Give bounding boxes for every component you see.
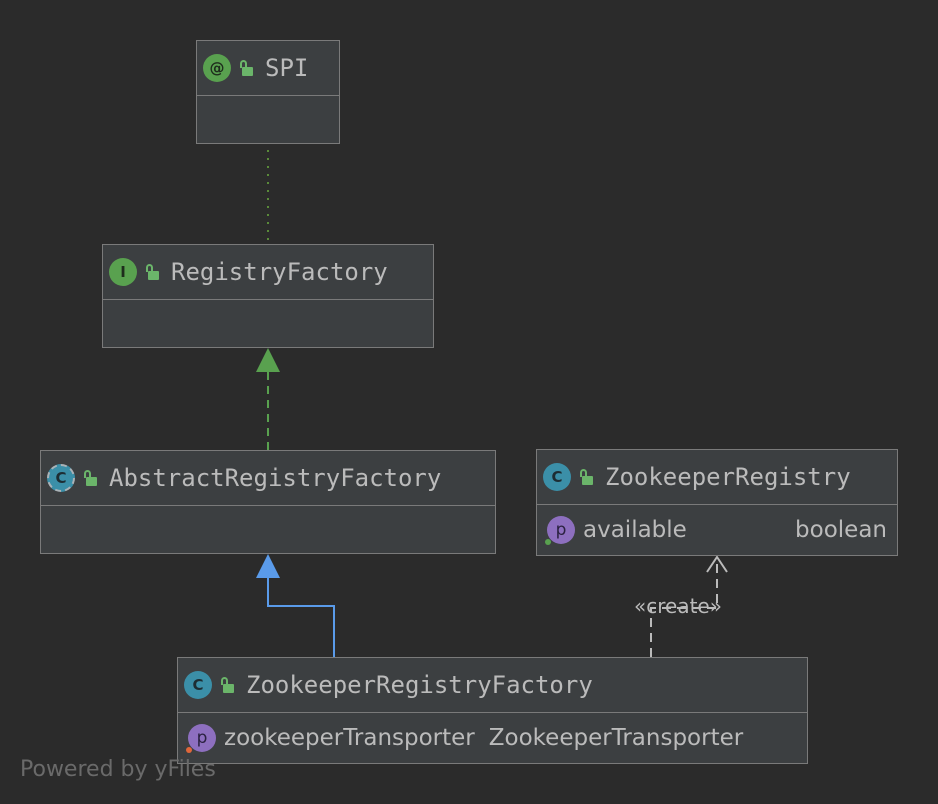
field-name: available: [583, 517, 687, 543]
property-icon: p: [186, 724, 216, 753]
create-stereotype-label: «create»: [634, 594, 722, 618]
field-row[interactable]: p zookeeperTransporter ZookeeperTranspor…: [178, 713, 807, 763]
class-icon: C: [184, 671, 212, 699]
public-lock-icon: [579, 468, 593, 486]
field-type: ZookeeperTransporter: [488, 725, 744, 751]
node-header: C AbstractRegistryFactory: [41, 451, 495, 506]
public-lock-icon: [83, 469, 97, 487]
node-header: C ZookeeperRegistryFactory: [178, 658, 807, 713]
create-dependency-arrowhead: [706, 555, 728, 573]
node-body: [103, 300, 433, 347]
node-title: SPI: [265, 54, 309, 82]
watermark-text: Powered by yFiles: [20, 757, 216, 782]
extends-arrowhead: [256, 554, 280, 578]
interface-icon: I: [109, 258, 137, 286]
node-title: ZookeeperRegistry: [605, 463, 851, 491]
field-row[interactable]: p available boolean: [537, 505, 897, 555]
node-title: RegistryFactory: [171, 258, 388, 286]
node-body: p zookeeperTransporter ZookeeperTranspor…: [178, 713, 807, 763]
class-icon: C: [543, 463, 571, 491]
field-type: boolean: [795, 517, 887, 543]
annotation-icon: @: [203, 54, 231, 82]
node-body: [197, 96, 339, 143]
registry-factory-interface-node[interactable]: I RegistryFactory: [102, 244, 434, 348]
create-dependency-edge: [650, 560, 718, 657]
field-name: zookeeperTransporter: [224, 725, 475, 751]
node-title: ZookeeperRegistryFactory: [246, 671, 593, 699]
zookeeper-registry-class-node[interactable]: C ZookeeperRegistry p available boolean: [536, 449, 898, 556]
node-title: AbstractRegistryFactory: [109, 464, 442, 492]
spi-annotation-node[interactable]: @ SPI: [196, 40, 340, 144]
public-lock-icon: [239, 59, 253, 77]
node-header: C ZookeeperRegistry: [537, 450, 897, 505]
zookeeper-registry-factory-class-node[interactable]: C ZookeeperRegistryFactory p zookeeperTr…: [177, 657, 808, 764]
node-header: @ SPI: [197, 41, 339, 96]
node-body: p available boolean: [537, 505, 897, 555]
node-header: I RegistryFactory: [103, 245, 433, 300]
public-lock-icon: [145, 263, 159, 281]
implements-arrowhead: [256, 348, 280, 372]
abstract-class-icon: C: [47, 464, 75, 492]
abstract-registry-factory-node[interactable]: C AbstractRegistryFactory: [40, 450, 496, 554]
property-icon: p: [545, 516, 575, 545]
public-lock-icon: [220, 676, 234, 694]
node-body: [41, 506, 495, 553]
extends-edge: [267, 578, 335, 657]
